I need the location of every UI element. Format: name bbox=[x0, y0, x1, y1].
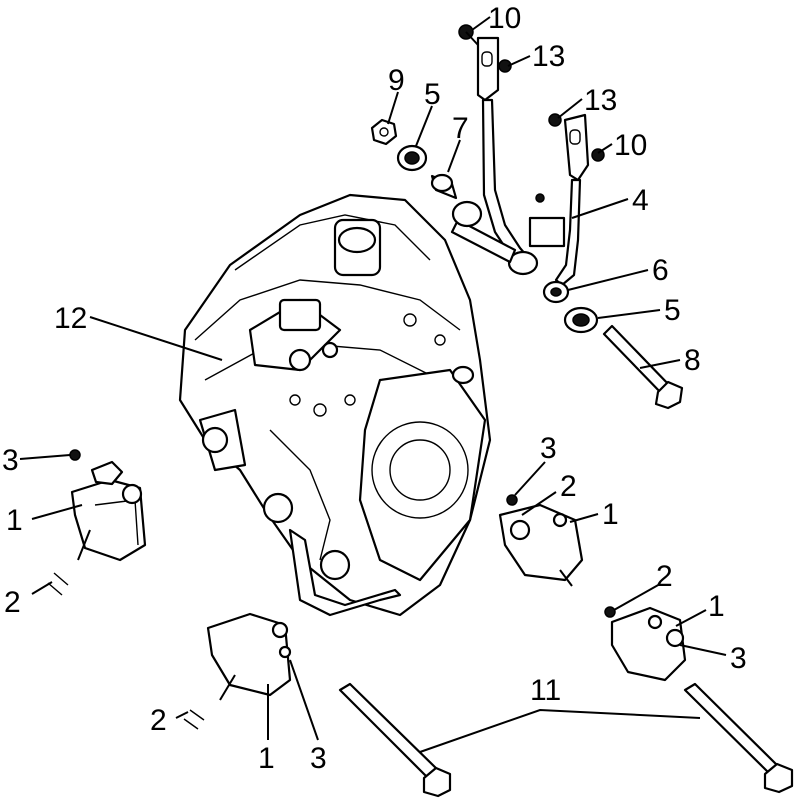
bolt-8 bbox=[602, 324, 684, 410]
callout-3-bottom: 3 bbox=[310, 742, 327, 775]
nut-13-top bbox=[498, 59, 512, 73]
callout-13-top: 13 bbox=[532, 40, 565, 73]
callout-8: 8 bbox=[684, 344, 701, 377]
long-bolt-11-right bbox=[683, 682, 794, 794]
callout-12: 12 bbox=[54, 302, 87, 335]
engine-mount-center bbox=[498, 494, 584, 587]
callout-2-center: 2 bbox=[560, 470, 577, 503]
callout-7: 7 bbox=[452, 112, 469, 145]
callout-4: 4 bbox=[632, 184, 649, 217]
bushing-5-bottom bbox=[563, 306, 599, 334]
callout-3-right: 3 bbox=[730, 642, 747, 675]
bushing-6 bbox=[542, 280, 570, 304]
engine-mount-bottom bbox=[183, 612, 292, 730]
engine-mount-right bbox=[604, 606, 687, 682]
callout-13-right: 13 bbox=[584, 84, 617, 117]
callout-1-bottom: 1 bbox=[258, 742, 275, 775]
callout-1-center: 1 bbox=[602, 498, 619, 531]
callout-3-center: 3 bbox=[540, 432, 557, 465]
callout-1-left: 1 bbox=[6, 504, 23, 537]
long-bolt-11-left bbox=[338, 682, 452, 798]
bushing-5-top bbox=[396, 144, 428, 172]
callout-11: 11 bbox=[530, 674, 561, 707]
callout-9: 9 bbox=[388, 64, 405, 97]
spacer-7 bbox=[430, 173, 483, 228]
callout-2-bottom: 2 bbox=[150, 704, 167, 737]
callout-2-left: 2 bbox=[4, 586, 21, 619]
nut-9 bbox=[370, 118, 398, 146]
bolt-10-top bbox=[458, 24, 479, 46]
callout-labels: 10 13 13 10 9 5 7 4 6 5 8 12 3 1 2 3 2 1… bbox=[2, 2, 747, 775]
callout-6: 6 bbox=[652, 254, 669, 287]
engine-mount-left bbox=[47, 449, 147, 596]
callout-5-top: 5 bbox=[424, 78, 441, 111]
leader-lines bbox=[19, 16, 727, 753]
callout-10-right: 10 bbox=[614, 129, 647, 162]
callout-1-right: 1 bbox=[708, 590, 725, 623]
engine-assembly bbox=[178, 193, 492, 617]
callout-5-bottom: 5 bbox=[664, 294, 681, 327]
callout-10-top: 10 bbox=[488, 2, 521, 35]
callout-3-left: 3 bbox=[2, 444, 19, 477]
callout-2-right: 2 bbox=[656, 560, 673, 593]
engine-hanger-bracket bbox=[450, 36, 590, 287]
